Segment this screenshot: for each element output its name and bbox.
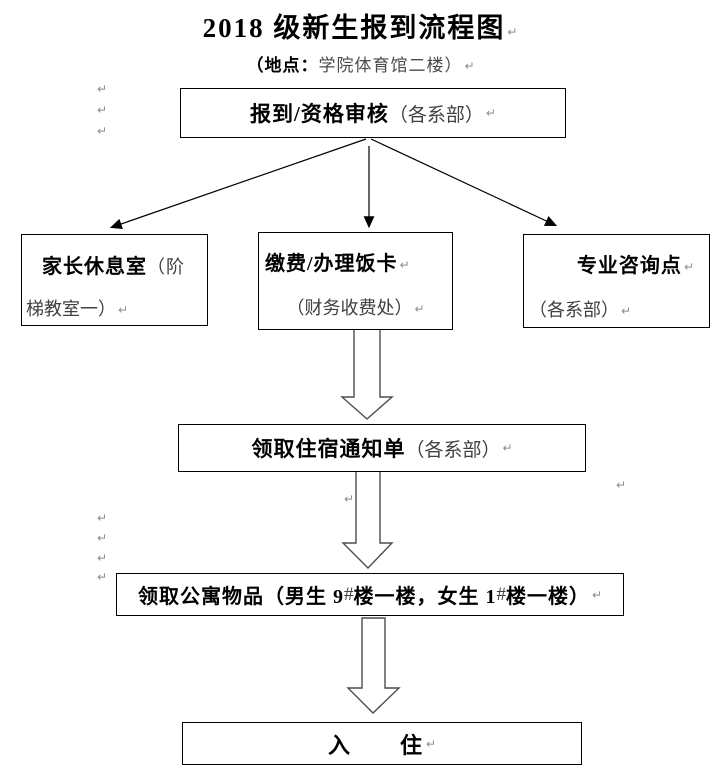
page-title: 2018 级新生报到流程图↵ <box>0 6 722 45</box>
paragraph-mark: ↵ <box>425 736 437 751</box>
block-arrow-to-move-in <box>346 617 401 714</box>
paragraph-mark: ↵ <box>97 103 108 117</box>
subtitle-location-label: （地点： <box>246 56 319 75</box>
node-parent-lounge-note-end: 梯教室一） <box>26 299 116 319</box>
arrow-to-consult <box>370 138 558 227</box>
paragraph-mark: ↵ <box>344 492 355 506</box>
hash-sign: # <box>496 583 506 605</box>
paragraph-mark: ↵ <box>97 124 108 138</box>
paragraph-mark: ↵ <box>414 302 425 316</box>
node-apartment-items-label-pre: 领取公寓物品（男生 9 <box>137 586 344 608</box>
arrow-to-parent-lounge <box>109 138 367 230</box>
node-move-in-label: 入 住 <box>327 732 424 758</box>
paragraph-mark: ↵ <box>464 59 476 73</box>
subtitle-location-value: 学院体育馆二楼） <box>318 56 463 75</box>
paragraph-mark: ↵ <box>399 258 411 272</box>
paragraph-mark: ↵ <box>621 304 632 318</box>
page-subtitle: （地点：学院体育馆二楼）↵ <box>0 51 722 76</box>
paragraph-mark: ↵ <box>485 106 496 120</box>
paragraph-mark: ↵ <box>591 587 603 602</box>
node-dorm-notice: 领取住宿通知单（各系部）↵ <box>178 424 586 472</box>
paragraph-mark: ↵ <box>118 303 129 317</box>
node-checkin-verification: 报到/资格审核（各系部）↵ <box>180 88 566 138</box>
hash-sign: # <box>343 583 354 605</box>
node-apartment-items: 领取公寓物品（男生 9#楼一楼，女生 1#楼一楼）↵ <box>116 573 624 616</box>
node-move-in: 入 住↵ <box>182 722 582 765</box>
paragraph-mark: ↵ <box>97 511 108 525</box>
block-arrow-to-apartment-items <box>341 470 394 570</box>
paragraph-mark: ↵ <box>97 551 108 565</box>
node-major-consultation-note: （各系部） <box>529 300 619 320</box>
page-title-text: 2018 级新生报到流程图 <box>202 13 506 43</box>
paragraph-mark: ↵ <box>97 570 108 584</box>
paragraph-mark: ↵ <box>507 25 520 39</box>
paragraph-mark: ↵ <box>97 82 108 96</box>
paragraph-mark: ↵ <box>97 531 108 545</box>
node-dorm-notice-label: 领取住宿通知单 <box>251 437 406 461</box>
node-major-consultation: 专业咨询点↵ （各系部）↵ <box>523 234 710 328</box>
node-parent-lounge-label: 家长休息室 <box>42 256 147 278</box>
node-payment-meal-card-note: （财务收费处） <box>286 298 413 318</box>
node-payment-meal-card-label: 缴费/办理饭卡 <box>265 253 398 275</box>
node-parent-lounge-note-start: （阶 <box>147 257 185 277</box>
node-apartment-items-label-post: 楼一楼） <box>505 586 590 608</box>
node-payment-meal-card: 缴费/办理饭卡↵ （财务收费处）↵ <box>258 232 453 330</box>
block-arrow-to-dorm-notice <box>340 328 394 420</box>
node-apartment-items-label-mid: 楼一楼，女生 1 <box>353 586 497 608</box>
paragraph-mark: ↵ <box>683 260 695 274</box>
node-parent-lounge: 家长休息室（阶 梯教室一）↵ <box>21 234 208 326</box>
node-checkin-verification-note: （各系部） <box>388 104 484 126</box>
node-dorm-notice-note: （各系部） <box>405 439 501 461</box>
node-checkin-verification-label: 报到/资格审核 <box>250 102 389 126</box>
node-major-consultation-label: 专业咨询点 <box>576 255 682 277</box>
paragraph-mark: ↵ <box>616 478 627 492</box>
paragraph-mark: ↵ <box>502 441 513 455</box>
